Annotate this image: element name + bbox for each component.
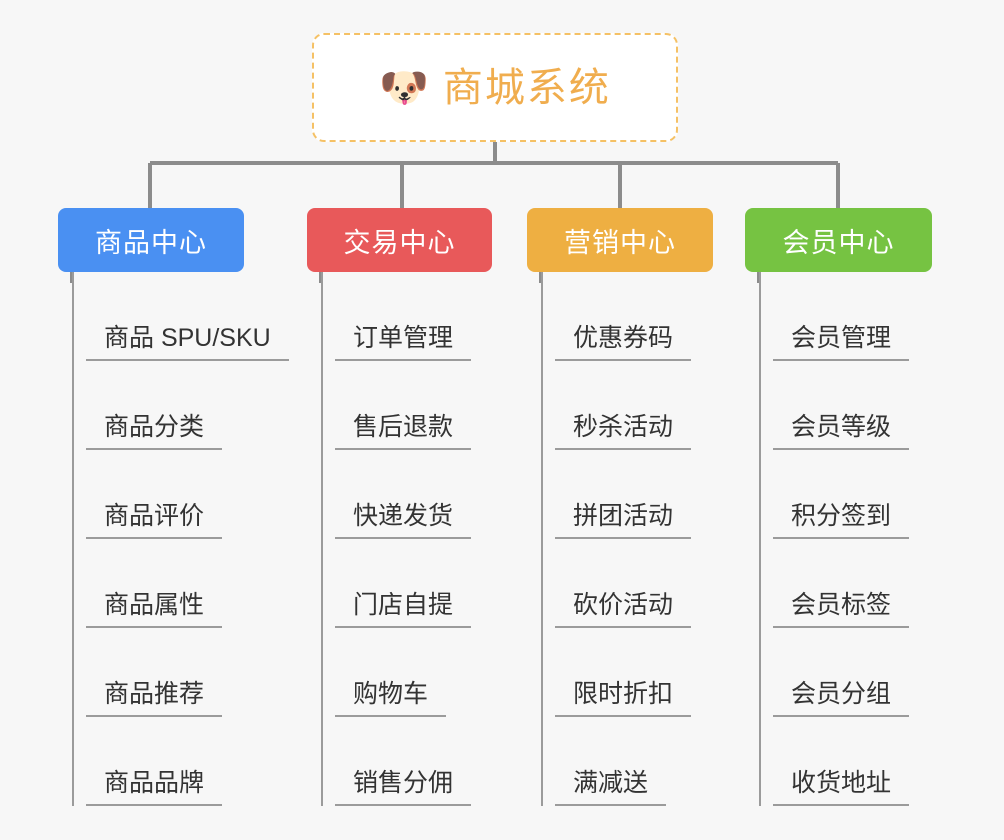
leaf-item[interactable]: 会员分组 — [759, 628, 945, 717]
branch-header-product[interactable]: 商品中心 — [58, 208, 244, 272]
leaf-item[interactable]: 积分签到 — [759, 450, 945, 539]
branch-column-trade: 交易中心 订单管理 售后退款 快递发货 门店自提 购物车 销售分佣 — [307, 208, 507, 806]
leaf-list-product: 商品 SPU/SKU 商品分类 商品评价 商品属性 商品推荐 商品品牌 — [72, 272, 290, 806]
leaf-item[interactable]: 会员等级 — [759, 361, 945, 450]
leaf-item[interactable]: 商品品牌 — [72, 717, 290, 806]
leaf-list-marketing: 优惠券码 秒杀活动 拼团活动 砍价活动 限时折扣 满减送 — [541, 272, 727, 806]
leaf-item[interactable]: 商品推荐 — [72, 628, 290, 717]
leaf-item[interactable]: 会员标签 — [759, 539, 945, 628]
leaf-label: 拼团活动 — [555, 502, 692, 539]
leaf-label: 砍价活动 — [555, 591, 692, 628]
leaf-item[interactable]: 商品 SPU/SKU — [72, 272, 290, 361]
leaf-item[interactable]: 收货地址 — [759, 717, 945, 806]
leaf-label: 订单管理 — [335, 324, 472, 361]
leaf-item[interactable]: 商品分类 — [72, 361, 290, 450]
leaf-label: 售后退款 — [335, 413, 472, 450]
leaf-item[interactable]: 限时折扣 — [541, 628, 727, 717]
leaf-label: 门店自提 — [335, 591, 472, 628]
leaf-label: 会员等级 — [773, 413, 910, 450]
leaf-item[interactable]: 优惠券码 — [541, 272, 727, 361]
branch-header-label: 商品中心 — [95, 227, 207, 258]
leaf-label: 商品属性 — [86, 591, 223, 628]
branch-header-member[interactable]: 会员中心 — [745, 208, 932, 272]
leaf-label: 会员分组 — [773, 680, 910, 717]
leaf-item[interactable]: 秒杀活动 — [541, 361, 727, 450]
leaf-label: 秒杀活动 — [555, 413, 692, 450]
leaf-item[interactable]: 购物车 — [321, 628, 507, 717]
leaf-label: 商品分类 — [86, 413, 223, 450]
branch-column-member: 会员中心 会员管理 会员等级 积分签到 会员标签 会员分组 收货地址 — [745, 208, 945, 806]
leaf-label: 优惠券码 — [555, 324, 692, 361]
leaf-label: 商品推荐 — [86, 680, 223, 717]
leaf-item[interactable]: 拼团活动 — [541, 450, 727, 539]
leaf-label: 销售分佣 — [335, 769, 472, 806]
leaf-label: 会员标签 — [773, 591, 910, 628]
leaf-label: 商品品牌 — [86, 769, 223, 806]
leaf-item[interactable]: 订单管理 — [321, 272, 507, 361]
leaf-item[interactable]: 售后退款 — [321, 361, 507, 450]
leaf-label: 收货地址 — [773, 769, 910, 806]
leaf-item[interactable]: 砍价活动 — [541, 539, 727, 628]
leaf-label: 商品评价 — [86, 502, 223, 539]
branch-header-label: 会员中心 — [782, 227, 895, 258]
leaf-label: 快递发货 — [335, 502, 472, 539]
leaf-label: 购物车 — [335, 680, 447, 717]
leaf-label: 会员管理 — [773, 324, 910, 361]
leaf-list-trade: 订单管理 售后退款 快递发货 门店自提 购物车 销售分佣 — [321, 272, 507, 806]
branch-column-product: 商品中心 商品 SPU/SKU 商品分类 商品评价 商品属性 商品推荐 商品品牌 — [58, 208, 290, 806]
leaf-item[interactable]: 商品评价 — [72, 450, 290, 539]
leaf-label: 商品 SPU/SKU — [86, 324, 289, 361]
leaf-label: 满减送 — [555, 769, 667, 806]
branch-header-label: 交易中心 — [343, 227, 456, 258]
branch-header-marketing[interactable]: 营销中心 — [527, 208, 713, 272]
leaf-item[interactable]: 门店自提 — [321, 539, 507, 628]
leaf-item[interactable]: 快递发货 — [321, 450, 507, 539]
root-title: 商城系统 — [442, 65, 611, 110]
branch-header-trade[interactable]: 交易中心 — [307, 208, 492, 272]
root-node[interactable]: 🐶 商城系统 — [312, 33, 678, 142]
shiba-dog-icon: 🐶 — [379, 65, 429, 110]
leaf-item[interactable]: 销售分佣 — [321, 717, 507, 806]
leaf-label: 积分签到 — [773, 502, 910, 539]
leaf-item[interactable]: 会员管理 — [759, 272, 945, 361]
leaf-item[interactable]: 商品属性 — [72, 539, 290, 628]
branch-column-marketing: 营销中心 优惠券码 秒杀活动 拼团活动 砍价活动 限时折扣 满减送 — [527, 208, 727, 806]
branch-header-label: 营销中心 — [564, 227, 676, 258]
leaf-list-member: 会员管理 会员等级 积分签到 会员标签 会员分组 收货地址 — [759, 272, 945, 806]
leaf-label: 限时折扣 — [555, 680, 692, 717]
leaf-item[interactable]: 满减送 — [541, 717, 727, 806]
